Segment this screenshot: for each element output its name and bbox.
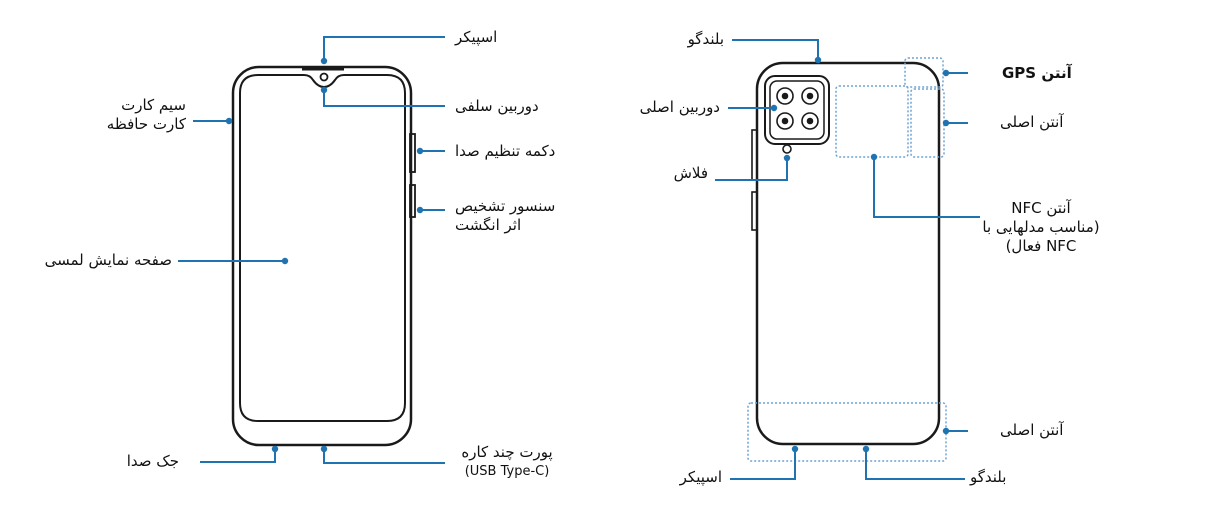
label-main-camera: دوربین اصلی [639, 98, 720, 116]
label-touchscreen: صفحه نمایش لمسی [44, 251, 172, 269]
front-phone [231, 65, 416, 447]
front-leaders [178, 36, 445, 464]
front-phone-body [231, 65, 413, 447]
label-front-speaker: اسپیکر [455, 28, 498, 46]
back-phone-body [755, 61, 941, 446]
main-antenna-top-region [910, 88, 945, 158]
label-nfc-antenna: آنتن NFC (مناسب مدلهایی با NFC فعال) [982, 199, 1100, 255]
label-audio-jack: جک صدا [126, 452, 179, 470]
volume-key-shape [409, 133, 416, 173]
label-front-camera: دوربین سلفی [455, 97, 539, 115]
label-usb-port: پورت چند کاره (USB Type-C) [461, 443, 553, 479]
side-key-2 [751, 191, 758, 231]
label-volume-key: دکمه تنظیم صدا [455, 142, 556, 160]
back-leader-dots [770, 56, 950, 453]
label-flash: فلاش [673, 164, 708, 182]
label-main-antenna-bottom: آنتن اصلی [1000, 421, 1064, 439]
back-leaders [715, 39, 980, 480]
label-gps-antenna: آنتن GPS [1002, 64, 1072, 82]
camera-module [764, 75, 830, 145]
main-antenna-bottom-region [747, 402, 947, 462]
front-leader-dots [225, 57, 424, 453]
nfc-antenna-region [835, 85, 909, 158]
side-key-1 [751, 129, 758, 181]
label-fingerprint: سنسور تشخیص اثر انگشت [455, 197, 556, 234]
camera-module-inner [769, 80, 825, 140]
front-screen [239, 74, 406, 422]
label-back-microphone-top: بلندگو [687, 30, 724, 48]
label-back-microphone-bottom: بلندگو [970, 468, 1007, 486]
camera-lenses [776, 87, 819, 130]
front-camera-lens [319, 72, 329, 82]
back-phone [751, 61, 941, 446]
fingerprint-key-shape [409, 184, 416, 218]
flash-shape [782, 144, 792, 154]
label-back-speaker: اسپیکر [679, 468, 722, 486]
label-sim-tray: سیم کارت کارت حافظه [106, 96, 186, 133]
label-main-antenna-top: آنتن اصلی [1000, 113, 1064, 131]
